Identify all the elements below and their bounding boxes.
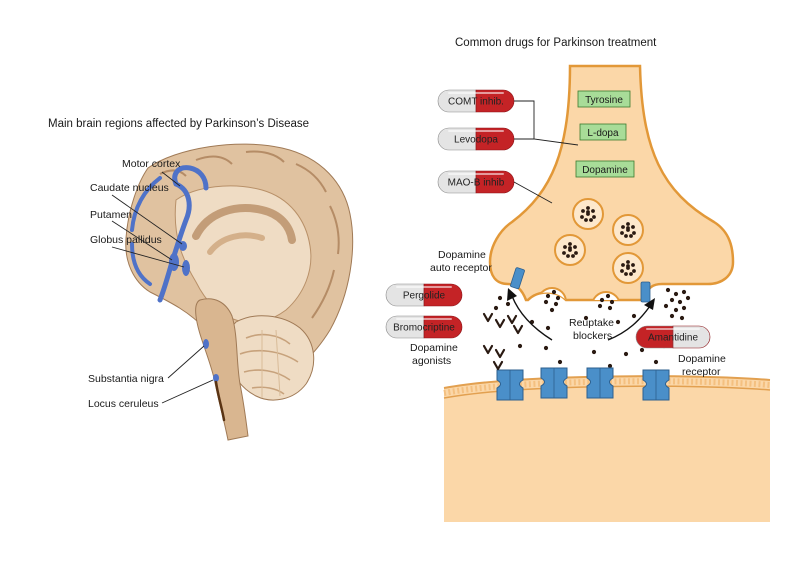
dopamine-molecule <box>673 291 679 297</box>
brain-title: Main brain regions affected by Parkinson… <box>48 118 309 130</box>
dopamine-molecule <box>607 305 613 311</box>
label-motor-cortex: Motor cortex <box>122 158 181 170</box>
dopamine-molecule <box>543 299 549 305</box>
locus-ceruleus-region <box>213 374 219 382</box>
dopamine-molecule <box>553 301 559 307</box>
dopamine-molecule <box>673 307 679 313</box>
synapse-labels: Dopamine auto receptor Reuptake blockers… <box>410 249 726 378</box>
pill-bromocriptine: Bromocriptine <box>385 315 463 339</box>
auto-receptors <box>510 267 651 303</box>
dopamine-label: Dopamine <box>582 165 628 176</box>
released-dopamine <box>493 287 691 369</box>
vesicle <box>572 198 604 230</box>
synthesis-boxes: Tyrosine L-dopa Dopamine <box>575 90 635 178</box>
reuptake-arrows <box>507 288 655 341</box>
dopamine-molecule <box>599 297 605 303</box>
pill-comt: COMT inhib. <box>437 89 515 113</box>
brainstem <box>195 298 249 441</box>
reuptake-label-1: Reuptake <box>569 317 614 329</box>
pill-label-comt: COMT inhib. <box>448 97 504 108</box>
substantia-nigra-region <box>203 339 209 349</box>
auto-receptor-label-1: Dopamine <box>438 249 486 261</box>
tyrosine-box <box>577 90 631 108</box>
dopamine-molecule <box>557 359 563 365</box>
label-putamen: Putamen <box>90 209 132 221</box>
receptor-label-1: Dopamine <box>678 353 726 365</box>
dopamine-molecule <box>543 345 549 351</box>
dopamine-molecule <box>681 289 687 295</box>
label-substantia-nigra: Substantia nigra <box>88 373 164 385</box>
vesicle <box>612 214 644 246</box>
dopamine-box <box>575 160 635 178</box>
label-globus-pallidus: Globus pallidus <box>90 234 162 246</box>
dopamine-molecule <box>583 315 589 321</box>
agonists-label-1: Dopamine <box>410 342 458 354</box>
synapse-title: Common drugs for Parkinson treatment <box>455 37 657 49</box>
dopamine-molecule <box>493 305 499 311</box>
pill-label-pergolide: Pergolide <box>403 291 446 302</box>
agonist-molecules <box>482 312 524 371</box>
dopamine-molecule <box>551 289 557 295</box>
dopamine-molecule <box>607 363 613 369</box>
dopamine-molecule <box>669 297 675 303</box>
dopamine-molecule <box>685 295 691 301</box>
putamen-region <box>169 253 179 271</box>
pill-label-maob: MAO-B inhib <box>448 178 505 189</box>
dopamine-molecule <box>623 351 629 357</box>
dopamine-molecule <box>597 303 603 309</box>
ldopa-label: L-dopa <box>587 128 619 139</box>
auto-receptor-right <box>640 281 651 303</box>
globus-pallidus-region <box>182 260 190 276</box>
dopamine-molecule <box>505 301 511 307</box>
receptor-label-2: receptor <box>682 366 721 378</box>
dopamine-molecule <box>545 293 551 299</box>
dopamine-molecule <box>591 349 597 355</box>
dopamine-molecule <box>681 305 687 311</box>
dopamine-molecule <box>517 343 523 349</box>
dopamine-molecule <box>497 295 503 301</box>
pill-label-amantidine: Amantidine <box>648 333 698 344</box>
vesicles <box>554 198 644 284</box>
pill-pergolide: Pergolide <box>385 283 463 307</box>
agonists-label-2: agonists <box>412 355 451 367</box>
ldopa-box <box>579 123 627 141</box>
dopamine-molecule <box>663 303 669 309</box>
dopamine-molecule <box>545 325 551 331</box>
reuptake-label-2: blockers <box>573 330 612 342</box>
motor-cortex-highlight <box>157 181 192 303</box>
tyrosine-label: Tyrosine <box>585 95 623 106</box>
label-caudate-nucleus: Caudate nucleus <box>90 182 169 194</box>
label-locus-ceruleus: Locus ceruleus <box>88 398 159 410</box>
brain-labels: Motor cortex Caudate nucleus Putamen Glo… <box>88 158 181 410</box>
dopamine-molecule <box>631 313 637 319</box>
pill-levodopa: Levodopa <box>437 127 515 151</box>
dopamine-molecule <box>653 359 659 365</box>
dopamine-molecule <box>609 299 615 305</box>
dopamine-molecule <box>555 295 561 301</box>
drug-leader-lines <box>513 100 579 204</box>
dopamine-molecule <box>615 319 621 325</box>
vesicle <box>612 252 644 284</box>
pill-amantidine: Amantidine <box>635 325 711 349</box>
dopamine-molecule <box>677 299 683 305</box>
pill-label-bromocriptine: Bromocriptine <box>393 323 455 334</box>
dopamine-molecule <box>669 313 675 319</box>
dopamine-molecule <box>605 293 611 299</box>
auto-receptor-label-2: auto receptor <box>430 262 492 274</box>
dopamine-molecule <box>679 315 685 321</box>
brain-leader-lines <box>111 171 214 404</box>
dopamine-molecule <box>639 347 645 353</box>
dopamine-molecule <box>549 307 555 313</box>
pill-maob: MAO-B inhib <box>437 170 515 194</box>
pill-label-levodopa: Levodopa <box>454 135 498 146</box>
auto-receptor-left <box>510 267 525 290</box>
vesicle <box>554 234 586 266</box>
postsynaptic-receptors <box>496 367 670 401</box>
brain-illustration <box>125 143 354 441</box>
dopamine-molecule <box>665 287 671 293</box>
